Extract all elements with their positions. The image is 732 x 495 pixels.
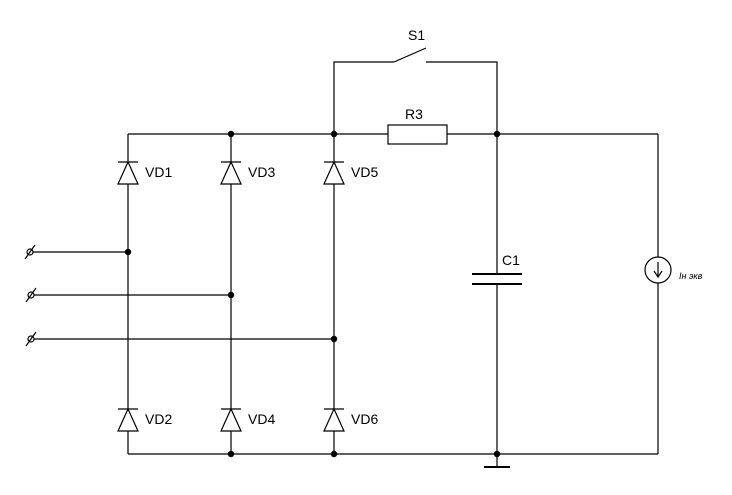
label-vd1: VD1	[145, 164, 172, 180]
diode-icon	[117, 160, 139, 185]
diode-icon	[323, 160, 345, 185]
label-s1: S1	[408, 27, 425, 43]
switch-icon	[333, 47, 498, 134]
terminal-icon	[25, 331, 37, 347]
label-c1: C1	[502, 252, 520, 268]
current-source-icon	[644, 256, 672, 284]
terminal-icon	[24, 244, 36, 260]
terminal-icon	[25, 287, 37, 303]
capacitor-icon	[472, 273, 522, 285]
label-load: Iн экв	[679, 271, 703, 281]
label-vd5: VD5	[351, 164, 378, 180]
diode-icon	[220, 160, 242, 185]
resistor-icon	[387, 124, 448, 145]
label-vd6: VD6	[351, 411, 378, 427]
label-vd3: VD3	[248, 164, 275, 180]
diode-icon	[220, 407, 242, 432]
label-vd4: VD4	[248, 411, 275, 427]
diode-icon	[117, 407, 139, 432]
diode-icon	[323, 407, 345, 432]
label-vd2: VD2	[145, 411, 172, 427]
label-r3: R3	[405, 106, 423, 122]
junction-dots	[124, 130, 501, 458]
